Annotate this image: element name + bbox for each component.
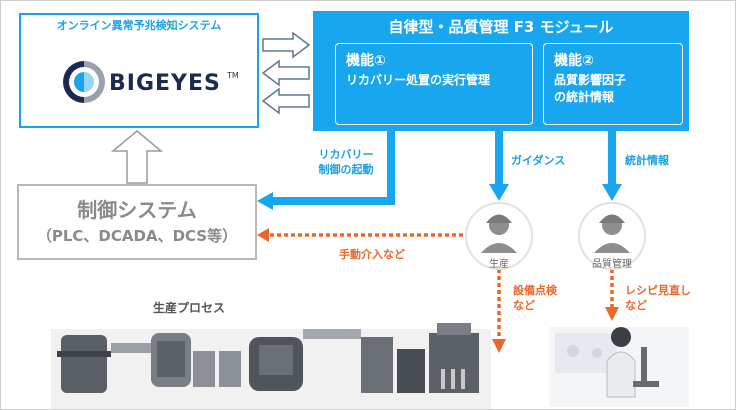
production-person-label: 生産 (489, 259, 509, 270)
stats-arrow-head (602, 184, 622, 201)
recovery-label-line2: 制御の起動 (318, 163, 374, 176)
function-2-heading: 機能② (554, 53, 594, 69)
guidance-label: ガイダンス (511, 154, 566, 167)
recovery-arrow-head (257, 192, 273, 210)
bigeyes-system-title: オンライン異常予兆検知システム (56, 19, 222, 32)
control-system-subtitle: （PLC、DCADA、DCS等） (36, 227, 238, 245)
stats-label: 統計情報 (625, 154, 669, 167)
f3-module-title: 自律型・品質管理 F3 モジュール (388, 18, 614, 36)
function-2-body-line2: の統計情報 (554, 90, 615, 104)
production-person-icon (465, 202, 533, 270)
function-1-box: 機能① リカバリー処置の実行管理 (335, 43, 533, 125)
recipe-label-line2: など (625, 299, 647, 312)
guidance-arrow-head (489, 184, 509, 201)
equipment-arrow-head (492, 339, 506, 353)
production-process-label: 生産プロセス (153, 301, 226, 315)
bigeyes-system-box: オンライン異常予兆検知システム BIGEYES TM (19, 13, 259, 128)
bigeyes-logo-text: BIGEYES (109, 71, 221, 96)
recovery-label-line1: リカバリー (318, 148, 374, 161)
recovery-label: リカバリー 制御の起動 (313, 147, 379, 177)
manual-intervention-label: 手動介入など (339, 248, 405, 261)
control-system-box: 制御システム （PLC、DCADA、DCS等） (17, 184, 257, 260)
function-2-box: 機能② 品質影響因子 の統計情報 (543, 43, 683, 125)
quality-person-icon (578, 202, 646, 270)
lab-researcher-illustration (549, 327, 689, 407)
factory-equipment-illustration (51, 323, 491, 409)
hollow-arrow-right-top (262, 31, 311, 59)
recipe-label: レシピ見直し など (625, 283, 691, 313)
f3-module-box: 自律型・品質管理 F3 モジュール 機能① リカバリー処置の実行管理 機能② 品… (313, 11, 689, 131)
equipment-label-line2: など (513, 299, 535, 312)
equipment-label-line1: 設備点検 (513, 284, 557, 297)
hollow-arrow-left-low (261, 87, 310, 115)
function-2-body-line1: 品質影響因子 (554, 73, 627, 87)
control-system-title: 制御システム (77, 198, 197, 222)
quality-person-label: 品質管理 (592, 259, 632, 270)
function-1-heading: 機能① (346, 53, 386, 69)
recipe-arrow-head (605, 307, 619, 321)
recipe-label-line1: レシピ見直し (625, 284, 691, 297)
equipment-label: 設備点検 など (513, 283, 557, 313)
recovery-arrow (273, 131, 395, 205)
bigeyes-tm: TM (227, 71, 239, 80)
manual-arrow-head (257, 228, 269, 242)
bigeyes-logo-icon (63, 61, 106, 103)
hollow-arrow-up (110, 130, 164, 184)
hollow-arrow-left-mid (261, 59, 310, 87)
function-1-body: リカバリー処置の実行管理 (346, 73, 491, 87)
